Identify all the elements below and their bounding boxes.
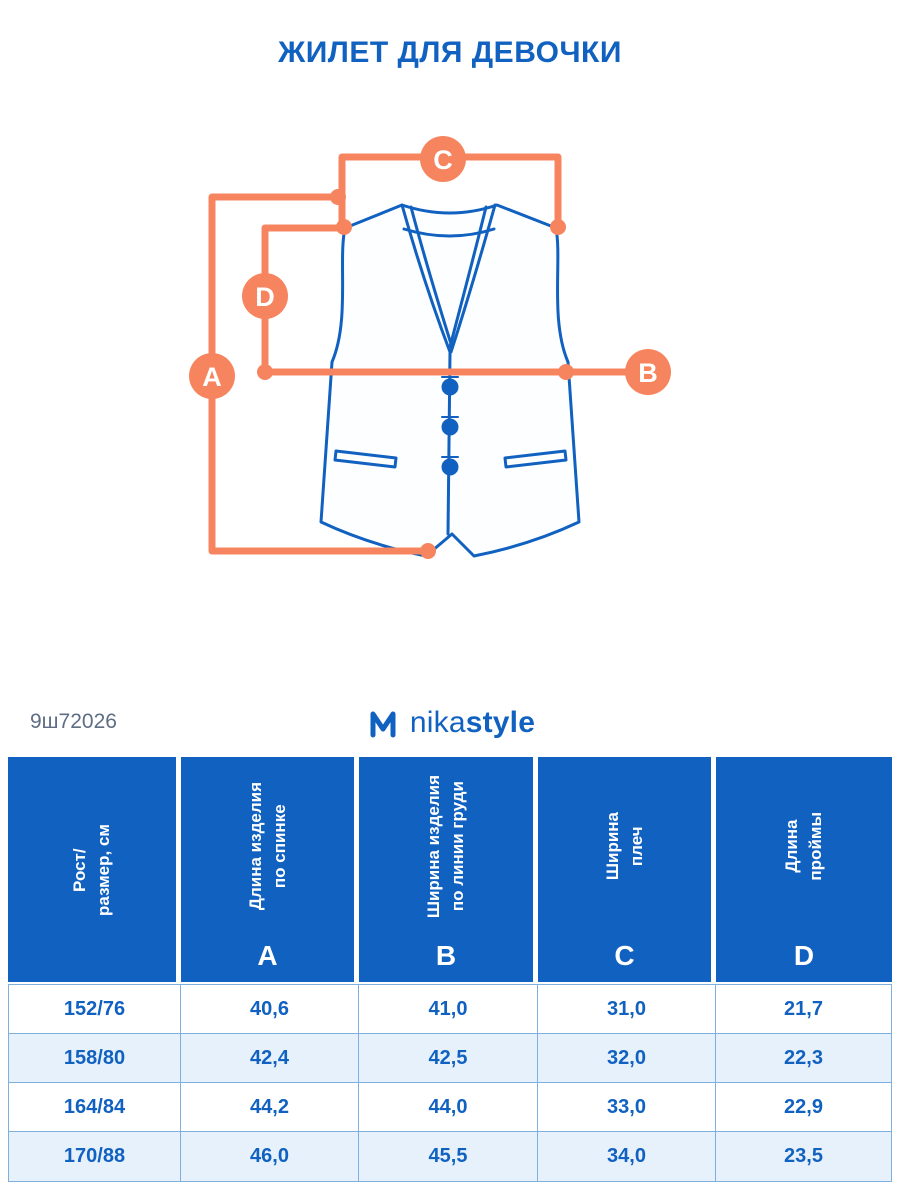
cell-d: 22,3 bbox=[784, 1046, 823, 1069]
cell-a: 46,0 bbox=[181, 1132, 359, 1181]
table-row: 152/76 40,6 41,0 31,0 21,7 bbox=[9, 985, 891, 1034]
brand-name-bold: style bbox=[465, 706, 536, 739]
table-row: 158/80 42,4 42,5 32,0 22,3 bbox=[9, 1034, 891, 1083]
right-pocket bbox=[503, 449, 568, 469]
column-label-d: Длина проймы bbox=[782, 812, 825, 881]
button-3 bbox=[441, 458, 459, 476]
column-label-a: Длина изделия по спинке bbox=[245, 782, 289, 911]
column-label-b: Ширина изделия по линии груди bbox=[424, 774, 467, 919]
brand-name-regular: nika bbox=[409, 706, 466, 739]
article-number: 9ш72026 bbox=[30, 710, 117, 733]
cell-b: 44,0 bbox=[359, 1083, 538, 1131]
table-header-a: Длина изделия по спинке A bbox=[181, 757, 359, 982]
cell-c: 31,0 bbox=[538, 985, 716, 1033]
vest-drawing bbox=[319, 203, 581, 558]
vest-measurement-diagram: C D A B bbox=[189, 136, 671, 559]
right-lapel-outer bbox=[449, 203, 497, 354]
table-header-size: Рост/ размер, см bbox=[8, 757, 181, 982]
cell-c: 33,0 bbox=[538, 1083, 716, 1131]
table-header-d: Длина проймы D bbox=[716, 757, 892, 982]
cell-c: 34,0 bbox=[538, 1132, 716, 1181]
column-label-size: Рост/ размер, см bbox=[70, 823, 113, 916]
column-letter-d: D bbox=[793, 940, 815, 971]
page-title: ЖИЛЕТ ДЛЯ ДЕВОЧКИ bbox=[278, 36, 622, 69]
brand-logo: nikastyle bbox=[0, 700, 900, 746]
size-table-header: Рост/ размер, см Длина изделия по спинке… bbox=[8, 757, 892, 982]
cell-d: 21,7 bbox=[784, 997, 823, 1020]
badge-c-circle bbox=[420, 136, 466, 182]
button-2 bbox=[441, 418, 459, 436]
cell-size: 164/84 bbox=[9, 1083, 181, 1131]
badge-b-label: B bbox=[638, 358, 658, 388]
size-table-body: 152/76 40,6 41,0 31,0 21,7 158/80 42,4 4… bbox=[8, 984, 892, 1182]
cell-c: 32,0 bbox=[538, 1034, 716, 1082]
cell-a: 40,6 bbox=[181, 985, 359, 1033]
column-letter-b: B bbox=[435, 940, 457, 971]
table-header-c: Ширина плеч C bbox=[538, 757, 716, 982]
cell-size: 152/76 bbox=[9, 985, 181, 1033]
column-letter-size bbox=[8, 940, 176, 974]
cell-b: 45,5 bbox=[359, 1132, 538, 1181]
column-letter-a: A bbox=[257, 940, 278, 971]
measure-d-line bbox=[261, 224, 349, 376]
table-header-b: Ширина изделия по линии груди B bbox=[359, 757, 538, 982]
badge-a-circle bbox=[189, 353, 235, 399]
brand-row: 9ш72026 nikastyle bbox=[0, 700, 900, 746]
left-lapel-inner bbox=[409, 205, 454, 349]
table-row: 170/88 46,0 45,5 34,0 23,5 bbox=[9, 1132, 891, 1181]
cell-size: 170/88 bbox=[9, 1132, 181, 1181]
column-label-c: Ширина плеч bbox=[602, 812, 646, 881]
cell-d: 22,9 bbox=[784, 1095, 823, 1118]
cell-a: 44,2 bbox=[181, 1083, 359, 1131]
left-lapel-outer bbox=[400, 203, 452, 354]
badge-d-circle bbox=[242, 273, 288, 319]
cell-a: 42,4 bbox=[181, 1034, 359, 1082]
cell-size: 158/80 bbox=[9, 1034, 181, 1082]
badge-b-circle bbox=[625, 349, 671, 395]
column-letter-c: C bbox=[614, 940, 635, 971]
badge-a-label: A bbox=[202, 362, 222, 392]
badge-d-label: D bbox=[255, 282, 275, 312]
table-row: 164/84 44,2 44,0 33,0 22,9 bbox=[9, 1083, 891, 1132]
right-lapel-inner bbox=[448, 205, 488, 349]
measurement-dots bbox=[257, 189, 574, 559]
brand-logo-icon bbox=[370, 711, 396, 738]
button-1 bbox=[441, 378, 459, 396]
cell-b: 42,5 bbox=[359, 1034, 538, 1082]
cell-b: 41,0 bbox=[359, 985, 538, 1033]
measurement-badges: C D A B bbox=[189, 136, 671, 399]
brand-logo-text: nikastyle bbox=[410, 706, 535, 740]
badge-c-label: C bbox=[433, 145, 453, 175]
left-pocket bbox=[333, 449, 398, 469]
back-neck-stitch bbox=[402, 227, 496, 238]
cell-d: 23,5 bbox=[784, 1145, 823, 1167]
size-table: Рост/ размер, см Длина изделия по спинке… bbox=[8, 757, 892, 1182]
